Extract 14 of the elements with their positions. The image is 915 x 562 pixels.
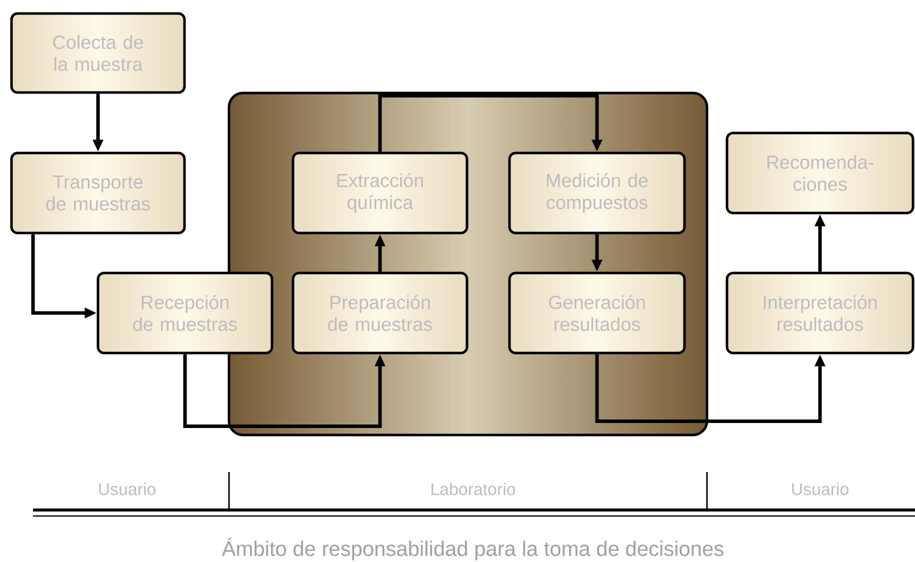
process-box: Recepción de muestras [96,272,274,354]
zone-label: Laboratorio [432,482,516,496]
process-box: Generación resultados [508,272,686,354]
process-box: Transporte de muestras [10,152,186,234]
process-box: Medición de compuestos [508,152,686,234]
caption: Ámbito de responsabilidad para la toma de decisiones [222,538,724,560]
process-box: Preparación de muestras [292,272,468,354]
arrow [378,94,602,152]
process-box: Colecta de la muestra [10,12,186,94]
process-box: Extracción química [292,152,468,234]
process-box: Recomenda- ciones [726,132,914,214]
process-box: Interpretación resultados [726,272,914,354]
zone-label: Usuario [792,482,848,496]
zone-label: Usuario [99,482,156,496]
